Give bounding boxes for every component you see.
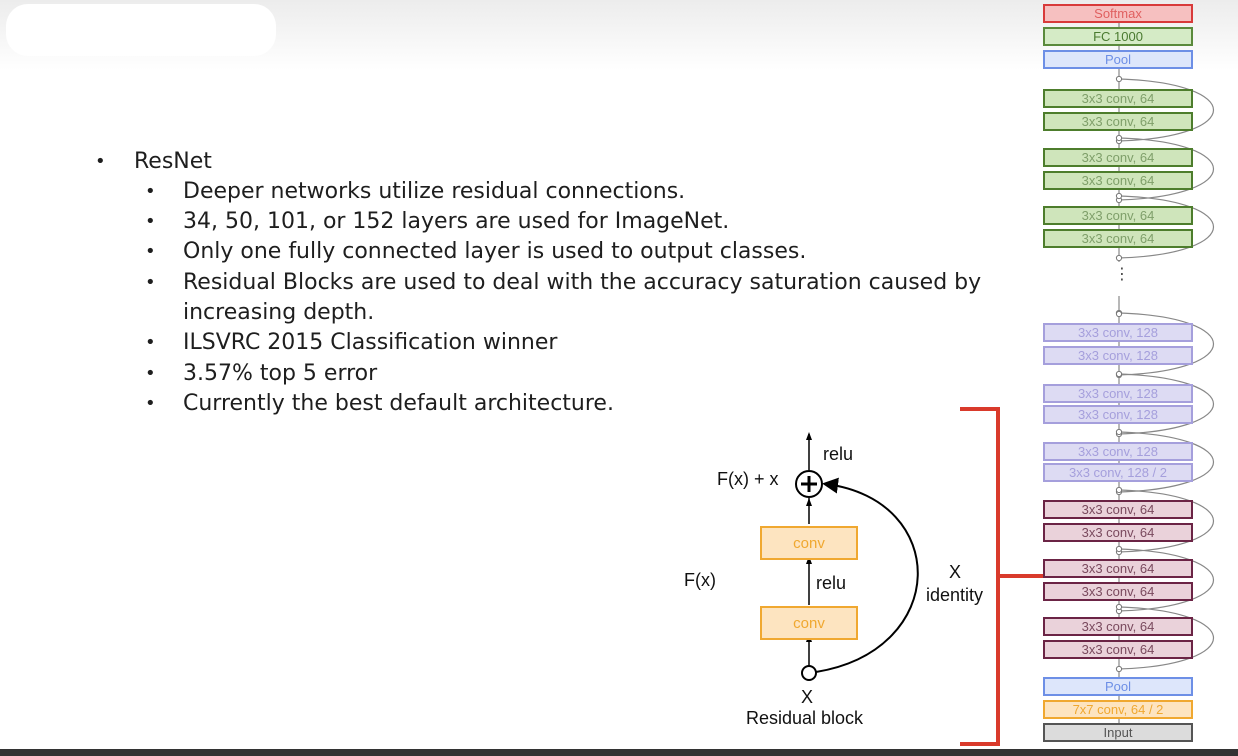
layer-box: 3x3 conv, 64 xyxy=(1043,89,1193,108)
bullet-dot: • xyxy=(145,241,156,262)
relu-top-label: relu xyxy=(823,444,854,464)
bullet-item: Only one fully connected layer is used t… xyxy=(183,239,807,264)
skip-connection-arc xyxy=(1118,606,1215,670)
skip-connection-arc xyxy=(1118,312,1215,376)
skip-connection-arc xyxy=(1118,489,1215,553)
layer-box: 3x3 conv, 128 xyxy=(1043,346,1193,365)
skip-connection-arc xyxy=(1118,195,1215,259)
redacted-title-area xyxy=(6,4,276,56)
junction-dot xyxy=(1115,428,1123,436)
residual-block-caption: Residual block xyxy=(746,708,864,728)
layer-box: 3x3 conv, 128 xyxy=(1043,323,1193,342)
bracket-outline xyxy=(960,407,1000,746)
residual-block-diagram: relu F(x) + x conv relu F(x) conv X Resi… xyxy=(680,420,984,740)
residual-block-lines xyxy=(795,432,919,681)
ellipsis-marker: ⋮ xyxy=(1114,264,1130,283)
bullet-dot: • xyxy=(95,151,106,172)
layer-box: 3x3 conv, 128 xyxy=(1043,405,1193,424)
identity-x-label: X xyxy=(949,562,962,582)
sum-label: F(x) + x xyxy=(717,469,779,489)
layer-box: 3x3 conv, 64 xyxy=(1043,206,1193,225)
relu-mid-label: relu xyxy=(816,573,847,593)
bullet-dot: • xyxy=(145,211,156,232)
layer-box: 3x3 conv, 64 xyxy=(1043,500,1193,519)
bullet-item: Residual Blocks are used to deal with th… xyxy=(183,270,982,295)
bullet-item: Deeper networks utilize residual connect… xyxy=(183,179,686,204)
bullet-dot: • xyxy=(145,332,156,353)
bullet-item: 34, 50, 101, or 152 layers are used for … xyxy=(183,209,730,234)
layer-box: 3x3 conv, 64 xyxy=(1043,640,1193,659)
layer-box: 3x3 conv, 128 xyxy=(1043,442,1193,461)
layer-box: Pool xyxy=(1043,677,1193,696)
layer-box: 7x7 conv, 64 / 2 xyxy=(1043,700,1193,719)
skip-connection-arc xyxy=(1118,137,1215,201)
conv-box-bottom: conv xyxy=(760,606,858,640)
layer-box: Input xyxy=(1043,723,1193,742)
bullet-dot: • xyxy=(145,363,156,384)
layer-box: 3x3 conv, 64 xyxy=(1043,523,1193,542)
layer-box: 3x3 conv, 64 xyxy=(1043,148,1193,167)
skip-connection-arc xyxy=(1118,373,1215,435)
skip-connection-arc xyxy=(1118,78,1215,142)
junction-dot xyxy=(1115,486,1123,494)
arrowhead xyxy=(806,498,812,506)
bullet-item: 3.57% top 5 error xyxy=(183,361,378,386)
layer-box: 3x3 conv, 64 xyxy=(1043,229,1193,248)
layer-box: 3x3 conv, 64 xyxy=(1043,617,1193,636)
arrowhead xyxy=(806,556,812,564)
arrowhead xyxy=(806,432,812,440)
bullet-list: • ResNet • Deeper networks utilize resid… xyxy=(0,0,1010,430)
identity-label: identity xyxy=(926,585,984,605)
junction-dot xyxy=(1115,603,1123,611)
bullet-item: Currently the best default architecture. xyxy=(183,391,614,416)
junction-dot xyxy=(1115,370,1123,378)
layer-box: 3x3 conv, 64 xyxy=(1043,582,1193,601)
conv-box-top: conv xyxy=(760,526,858,560)
junction-dot xyxy=(1115,134,1123,142)
skip-connection-arc xyxy=(1118,548,1215,612)
skip-connection-arc xyxy=(1118,431,1215,493)
junction-dot xyxy=(1115,254,1123,262)
bullet-item: ILSVRC 2015 Classification winner xyxy=(183,330,558,355)
layer-box: Softmax xyxy=(1043,4,1193,23)
layer-box: 3x3 conv, 64 xyxy=(1043,171,1193,190)
layer-box: 3x3 conv, 64 xyxy=(1043,112,1193,131)
layer-box: 3x3 conv, 128 xyxy=(1043,384,1193,403)
junction-dot xyxy=(1115,665,1123,673)
junction-dot xyxy=(1115,192,1123,200)
red-bracket xyxy=(960,407,1043,746)
identity-shortcut-arrow xyxy=(815,477,919,673)
bullet-item-continuation: increasing depth. xyxy=(183,300,375,325)
layer-box: 3x3 conv, 128 / 2 xyxy=(1043,463,1193,482)
layer-box: 3x3 conv, 64 xyxy=(1043,559,1193,578)
bottom-bar xyxy=(0,749,1238,756)
fx-label: F(x) xyxy=(684,570,716,590)
bullet-dot: • xyxy=(145,181,156,202)
bullet-dot: • xyxy=(145,393,156,414)
junction-dot xyxy=(1115,310,1123,318)
junction-dot xyxy=(1115,75,1123,83)
layer-box: FC 1000 xyxy=(1043,27,1193,46)
input-node xyxy=(801,665,817,681)
layer-box: Pool xyxy=(1043,50,1193,69)
junction-dot xyxy=(1115,545,1123,553)
architecture-connections xyxy=(1115,23,1215,723)
input-x-label: X xyxy=(801,687,814,707)
bullet-dot: • xyxy=(145,272,156,293)
bullet-title: ResNet xyxy=(134,149,212,174)
